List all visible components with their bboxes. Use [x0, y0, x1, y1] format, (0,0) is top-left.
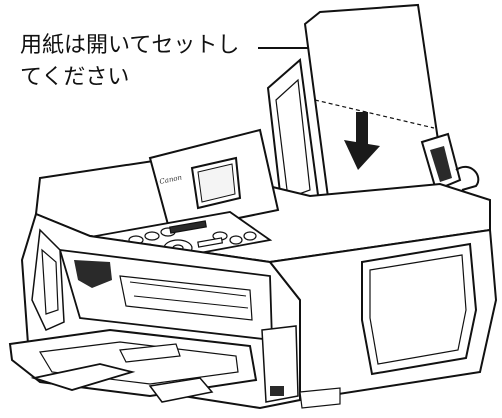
tray-extension: [30, 363, 136, 391]
paper-sheet: [303, 3, 442, 214]
instruction-caption: 用紙は開いてセットしてください: [20, 33, 240, 90]
arrow-down-icon: [344, 112, 380, 170]
side-window: [361, 242, 478, 376]
